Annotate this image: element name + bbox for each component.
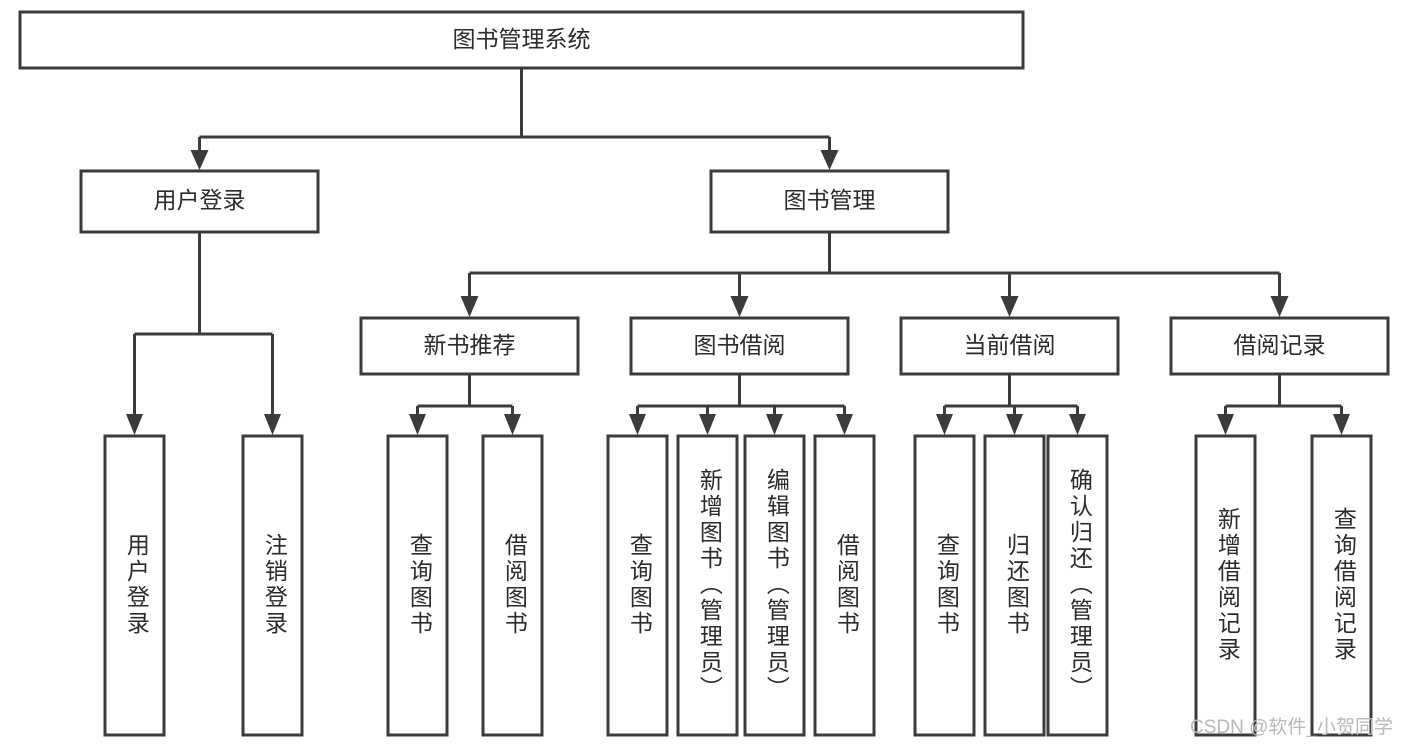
node-leaf-query-book-1-label: 查询图书	[406, 533, 433, 637]
node-leaf-add-record-box[interactable]	[1194, 434, 1257, 737]
node-book-borrow[interactable]: 图书借阅	[629, 316, 850, 376]
arrowhead-leaf-confirm-return	[1069, 414, 1086, 435]
arrowhead-leaf-add-record	[1217, 414, 1234, 435]
node-leaf-return-book-box[interactable]	[983, 434, 1046, 737]
node-leaf-logout-login-label: 注销登录	[261, 533, 288, 637]
node-borrow-record-label: 借阅记录	[1234, 332, 1326, 358]
node-leaf-borrow-book-1[interactable]: 借阅图书	[481, 434, 544, 737]
arrowhead-current-borrow	[1000, 296, 1019, 317]
node-leaf-add-book-box[interactable]	[676, 434, 739, 737]
arrowhead-leaf-return-book	[1006, 414, 1023, 435]
node-current-borrow-box[interactable]	[899, 316, 1120, 376]
arrowhead-leaf-user-login	[126, 414, 143, 435]
node-leaf-add-book-label: 新增图书（管理员）	[696, 468, 723, 702]
arrowhead-new-book-rec	[460, 296, 479, 317]
node-leaf-borrow-book-2[interactable]: 借阅图书	[813, 434, 876, 737]
node-book-borrow-label: 图书借阅	[694, 332, 786, 358]
node-leaf-add-record[interactable]: 新增借阅记录	[1194, 434, 1257, 737]
node-book-borrow-box[interactable]	[629, 316, 850, 376]
node-leaf-confirm-return[interactable]: 确认归还（管理员）	[1046, 434, 1109, 737]
node-leaf-user-login[interactable]: 用户登录	[103, 434, 166, 737]
arrowhead-leaf-borrow-book-2	[836, 414, 853, 435]
arrowhead-leaf-add-book	[699, 414, 716, 435]
connector-layer	[126, 68, 1350, 435]
node-root-label: 图书管理系统	[453, 26, 591, 52]
node-leaf-borrow-book-2-box[interactable]	[813, 434, 876, 737]
node-leaf-edit-book[interactable]: 编辑图书（管理员）	[743, 434, 806, 737]
node-leaf-borrow-book-2-label: 借阅图书	[833, 533, 860, 637]
node-leaf-borrow-book-1-label: 借阅图书	[501, 533, 528, 637]
arrowhead-leaf-query-book-1	[409, 414, 426, 435]
node-leaf-query-book-1[interactable]: 查询图书	[386, 434, 449, 737]
arrowhead-leaf-query-book-3	[936, 414, 953, 435]
node-leaf-borrow-book-1-box[interactable]	[481, 434, 544, 737]
node-leaf-confirm-return-label: 确认归还（管理员）	[1066, 468, 1093, 702]
node-leaf-query-book-2-label: 查询图书	[626, 533, 653, 637]
node-borrow-record[interactable]: 借阅记录	[1169, 316, 1390, 376]
node-user-login[interactable]: 用户登录	[79, 169, 320, 234]
node-leaf-query-record[interactable]: 查询借阅记录	[1310, 434, 1373, 737]
arrowhead-leaf-query-record	[1333, 414, 1350, 435]
arrowhead-leaf-logout-login	[264, 414, 281, 435]
node-new-book-rec-box[interactable]	[359, 316, 580, 376]
node-leaf-add-record-label: 新增借阅记录	[1214, 507, 1241, 663]
node-leaf-query-book-2[interactable]: 查询图书	[606, 434, 669, 737]
node-leaf-user-login-label: 用户登录	[123, 533, 150, 637]
arrowhead-leaf-borrow-book-1	[504, 414, 521, 435]
node-user-login-box[interactable]	[79, 169, 320, 234]
node-leaf-confirm-return-box[interactable]	[1046, 434, 1109, 737]
node-root-box[interactable]	[18, 10, 1025, 70]
arrowhead-book-manage	[820, 150, 839, 170]
node-leaf-query-book-3-box[interactable]	[913, 434, 976, 737]
arrowhead-borrow-record	[1270, 296, 1289, 317]
node-book-manage-label: 图书管理	[784, 187, 876, 213]
node-new-book-rec[interactable]: 新书推荐	[359, 316, 580, 376]
node-book-manage[interactable]: 图书管理	[709, 169, 950, 234]
node-user-login-label: 用户登录	[154, 187, 246, 213]
node-leaf-query-record-label: 查询借阅记录	[1330, 507, 1357, 663]
node-borrow-record-box[interactable]	[1169, 316, 1390, 376]
node-leaf-return-book-label: 归还图书	[1003, 533, 1030, 637]
node-leaf-query-book-3-label: 查询图书	[933, 533, 960, 637]
node-current-borrow[interactable]: 当前借阅	[899, 316, 1120, 376]
node-leaf-edit-book-box[interactable]	[743, 434, 806, 737]
arrowhead-leaf-query-book-2	[629, 414, 646, 435]
node-leaf-query-book-1-box[interactable]	[386, 434, 449, 737]
node-current-borrow-label: 当前借阅	[964, 332, 1056, 358]
node-leaf-query-record-box[interactable]	[1310, 434, 1373, 737]
arrowhead-leaf-edit-book	[766, 414, 783, 435]
node-book-manage-box[interactable]	[709, 169, 950, 234]
arrowhead-user-login	[190, 150, 209, 170]
node-leaf-query-book-3[interactable]: 查询图书	[913, 434, 976, 737]
node-leaf-user-login-box[interactable]	[103, 434, 166, 737]
node-leaf-logout-login-box[interactable]	[241, 434, 304, 737]
node-leaf-add-book[interactable]: 新增图书（管理员）	[676, 434, 739, 737]
node-leaf-edit-book-label: 编辑图书（管理员）	[763, 468, 790, 702]
arrowhead-book-borrow	[730, 296, 749, 317]
node-leaf-return-book[interactable]: 归还图书	[983, 434, 1046, 737]
node-leaf-query-book-2-box[interactable]	[606, 434, 669, 737]
node-leaf-logout-login[interactable]: 注销登录	[241, 434, 304, 737]
node-root[interactable]: 图书管理系统	[18, 10, 1025, 70]
node-new-book-rec-label: 新书推荐	[424, 332, 516, 358]
